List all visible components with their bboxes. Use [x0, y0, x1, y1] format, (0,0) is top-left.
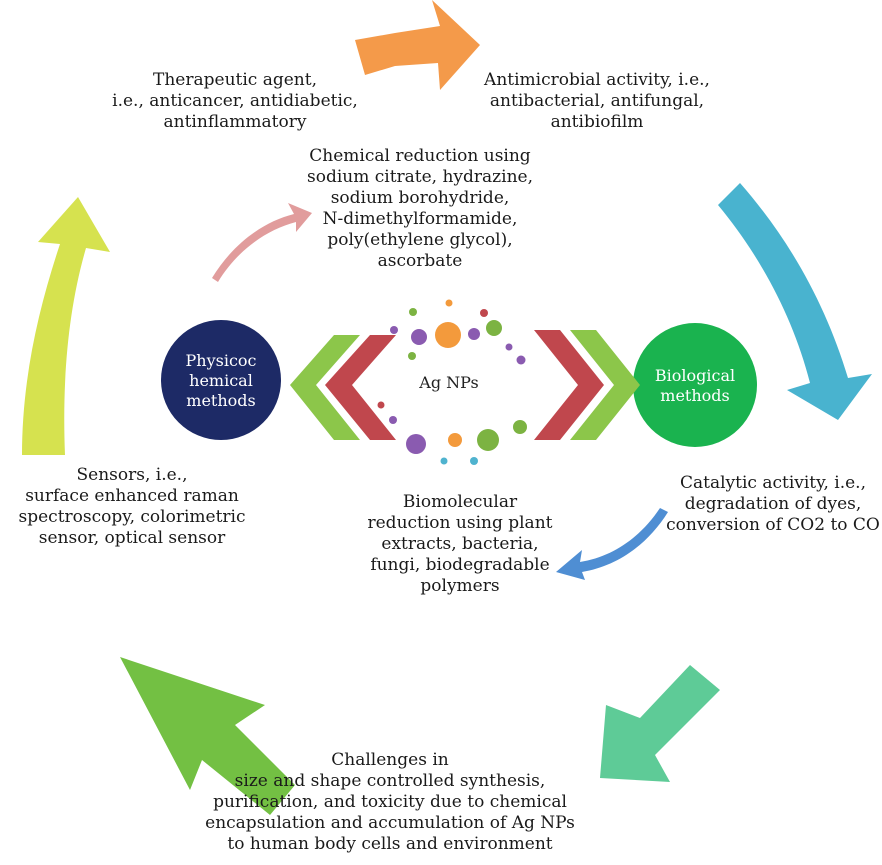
- physicochemical-circle: [161, 320, 281, 440]
- np-dot: [477, 429, 499, 451]
- np-dot: [389, 416, 397, 424]
- np-dot: [408, 352, 416, 360]
- catalytic-activity-text: Catalytic activity, i.e., degradation of…: [666, 473, 880, 535]
- therapeutic-agent-text: Therapeutic agent, i.e., anticancer, ant…: [112, 70, 358, 132]
- biological-circle: [633, 323, 757, 447]
- ag-nps-label: Ag NPs: [419, 373, 479, 392]
- orange-arrow: [355, 0, 480, 90]
- np-dot: [435, 322, 461, 348]
- np-dot: [377, 401, 385, 409]
- np-dot: [411, 329, 427, 345]
- np-dot: [468, 328, 480, 340]
- np-dot: [448, 433, 462, 447]
- biological-methods-label: Biological methods: [654, 366, 736, 405]
- left-inner-chevron: [325, 335, 396, 440]
- yellowgreen-arrow: [22, 197, 110, 455]
- np-dot: [480, 309, 488, 317]
- np-dot: [513, 420, 527, 434]
- biomolecular-reduction-text: Biomolecular reduction using plant extra…: [367, 492, 553, 596]
- teal-arrow: [600, 665, 720, 782]
- np-dot: [445, 299, 453, 307]
- blue-arrow: [556, 508, 668, 580]
- right-inner-chevron: [534, 330, 604, 440]
- left-outer-chevron: [290, 335, 360, 440]
- np-dot: [440, 457, 448, 465]
- np-dot: [516, 355, 526, 365]
- physicochemical-methods-label: Physicoc hemical methods: [185, 351, 257, 410]
- np-dot: [486, 320, 502, 336]
- chemical-reduction-text: Chemical reduction using sodium citrate,…: [306, 146, 533, 271]
- np-dot: [406, 434, 426, 454]
- np-dot: [409, 308, 417, 316]
- challenges-text: Challenges in size and shape controlled …: [205, 750, 575, 854]
- right-outer-chevron: [570, 330, 640, 440]
- np-dot: [390, 326, 398, 334]
- sensors-text: Sensors, i.e., surface enhanced raman sp…: [18, 465, 246, 548]
- green-arrow: [120, 657, 295, 815]
- np-dot: [505, 343, 513, 351]
- cyan-arrow: [718, 183, 872, 420]
- pink-arrow: [212, 203, 312, 282]
- np-dot: [470, 457, 478, 465]
- antimicrobial-activity-text: Antimicrobial activity, i.e., antibacter…: [484, 70, 710, 132]
